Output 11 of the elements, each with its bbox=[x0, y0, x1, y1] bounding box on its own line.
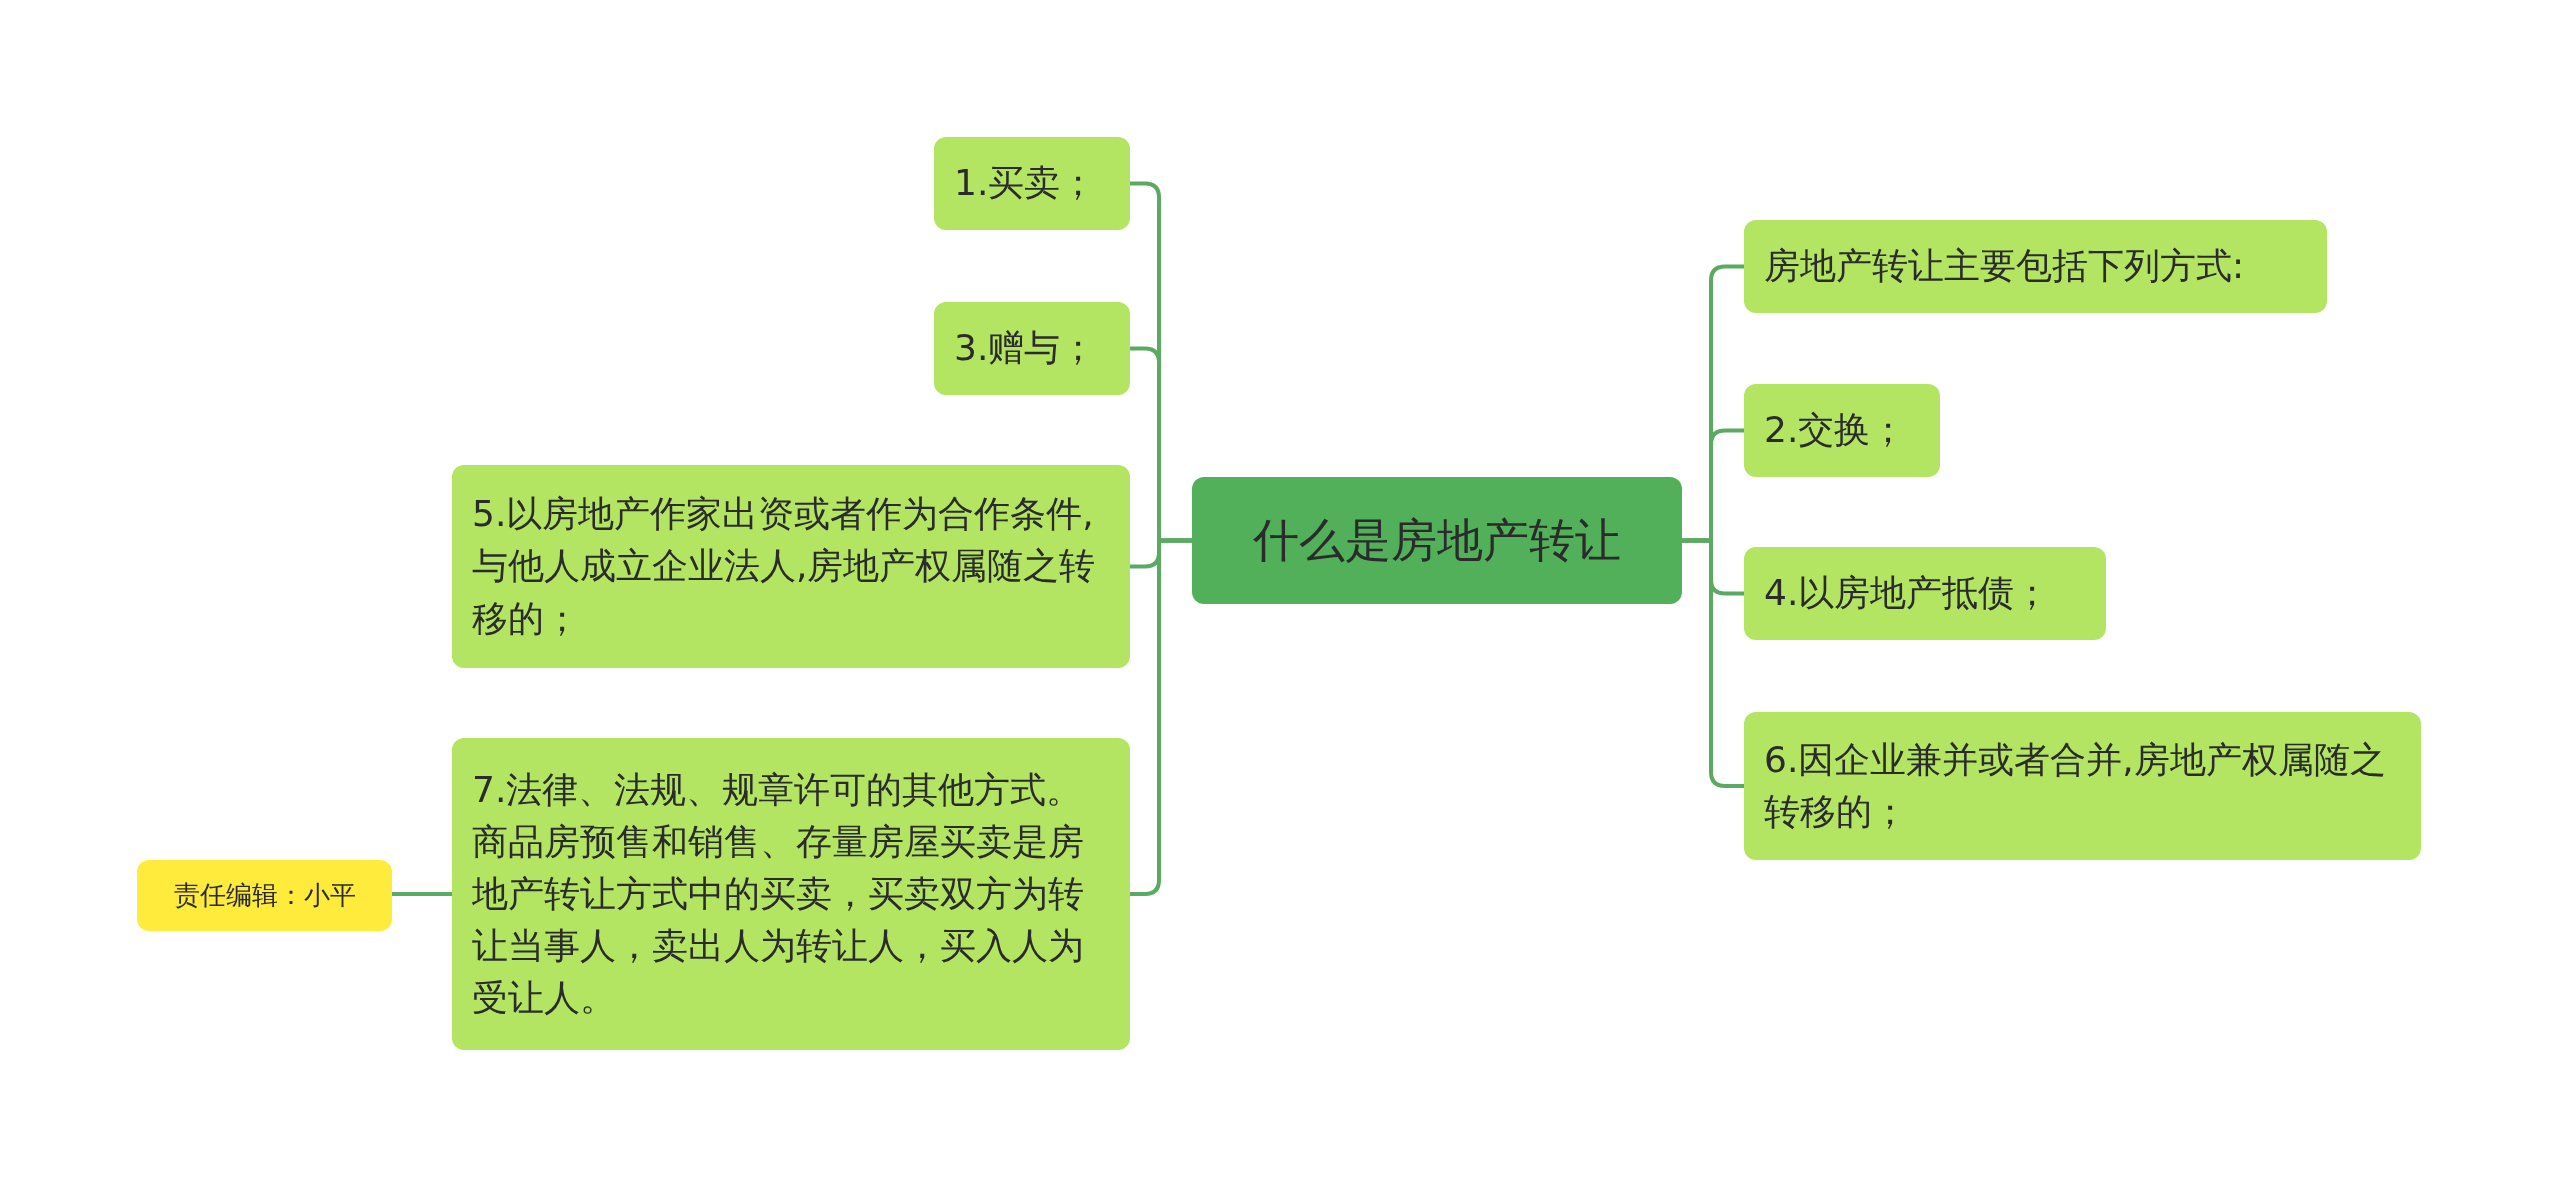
connector-line bbox=[392, 892, 452, 896]
branch-box: 4.以房地产抵债； bbox=[1744, 547, 2106, 640]
branch-box: 1.买卖； bbox=[934, 137, 1130, 230]
branch-box: 2.交换； bbox=[1744, 384, 1940, 477]
branch-box: 房地产转让主要包括下列方式: bbox=[1744, 220, 2327, 313]
branch-box: 3.赠与； bbox=[934, 302, 1130, 395]
branch-box: 7.法律、法规、规章许可的其他方式。商品房预售和销售、存量房屋买卖是房地产转让方式中的买卖，买卖双方为转让当事人，卖出人为转让人，买入人为受让人。 bbox=[452, 738, 1130, 1050]
branch-box: 5.以房地产作家出资或者作为合作条件,与他人成立企业法人,房地产权属随之转移的； bbox=[452, 465, 1130, 668]
branch-box: 6.因企业兼并或者合并,房地产权属随之转移的； bbox=[1744, 712, 2421, 860]
note-box: 责任编辑：小平 bbox=[137, 860, 392, 931]
topic-box: 什么是房地产转让 bbox=[1192, 477, 1682, 604]
